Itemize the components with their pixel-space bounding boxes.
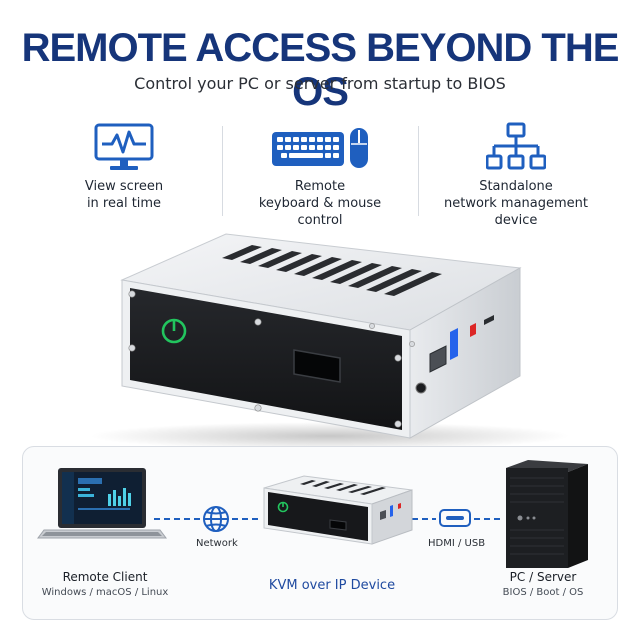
pc-server-title: PC / Server — [509, 570, 577, 584]
feature-row: View screen in real time — [26, 118, 614, 230]
network-tree-icon — [418, 118, 614, 178]
feature-standalone: Standalone network management device — [418, 118, 614, 230]
feature-label: Remote keyboard & mouse control — [258, 179, 382, 228]
pc-server-subtitle: BIOS / Boot / OS — [502, 587, 584, 598]
connection-diagram — [37, 460, 588, 568]
feature-view-screen: View screen in real time — [26, 118, 222, 230]
remote-client-label: Remote Client Windows / macOS / Linux — [40, 570, 170, 598]
feature-label: View screen in real time — [84, 179, 164, 211]
hdmi-port-icon — [439, 509, 471, 527]
kvm-device-render — [0, 228, 640, 450]
power-icon — [161, 318, 187, 344]
laptop-icon — [37, 468, 167, 539]
remote-client-title: Remote Client — [62, 570, 148, 584]
kvm-device-mini-icon — [263, 475, 413, 545]
globe-icon — [203, 506, 229, 532]
kvm-device-label: KVM over IP Device — [252, 578, 412, 593]
network-label: Network — [196, 538, 238, 549]
keyboard-mouse-icon — [222, 118, 418, 178]
page-title: REMOTE ACCESS BEYOND THE OS — [21, 26, 620, 114]
kvm-device-title: KVM over IP Device — [268, 578, 396, 593]
remote-client-subtitle: Windows / macOS / Linux — [41, 587, 169, 598]
feature-remote-input: Remote keyboard & mouse control — [222, 118, 418, 230]
pc-server-label: PC / Server BIOS / Boot / OS — [478, 570, 608, 598]
monitor-pulse-icon — [26, 118, 222, 178]
hdmi-usb-label: HDMI / USB — [428, 538, 486, 549]
pc-tower-icon — [506, 460, 588, 568]
feature-label: Standalone network management device — [443, 179, 588, 228]
page-subtitle: Control your PC or server from startup t… — [134, 74, 506, 93]
